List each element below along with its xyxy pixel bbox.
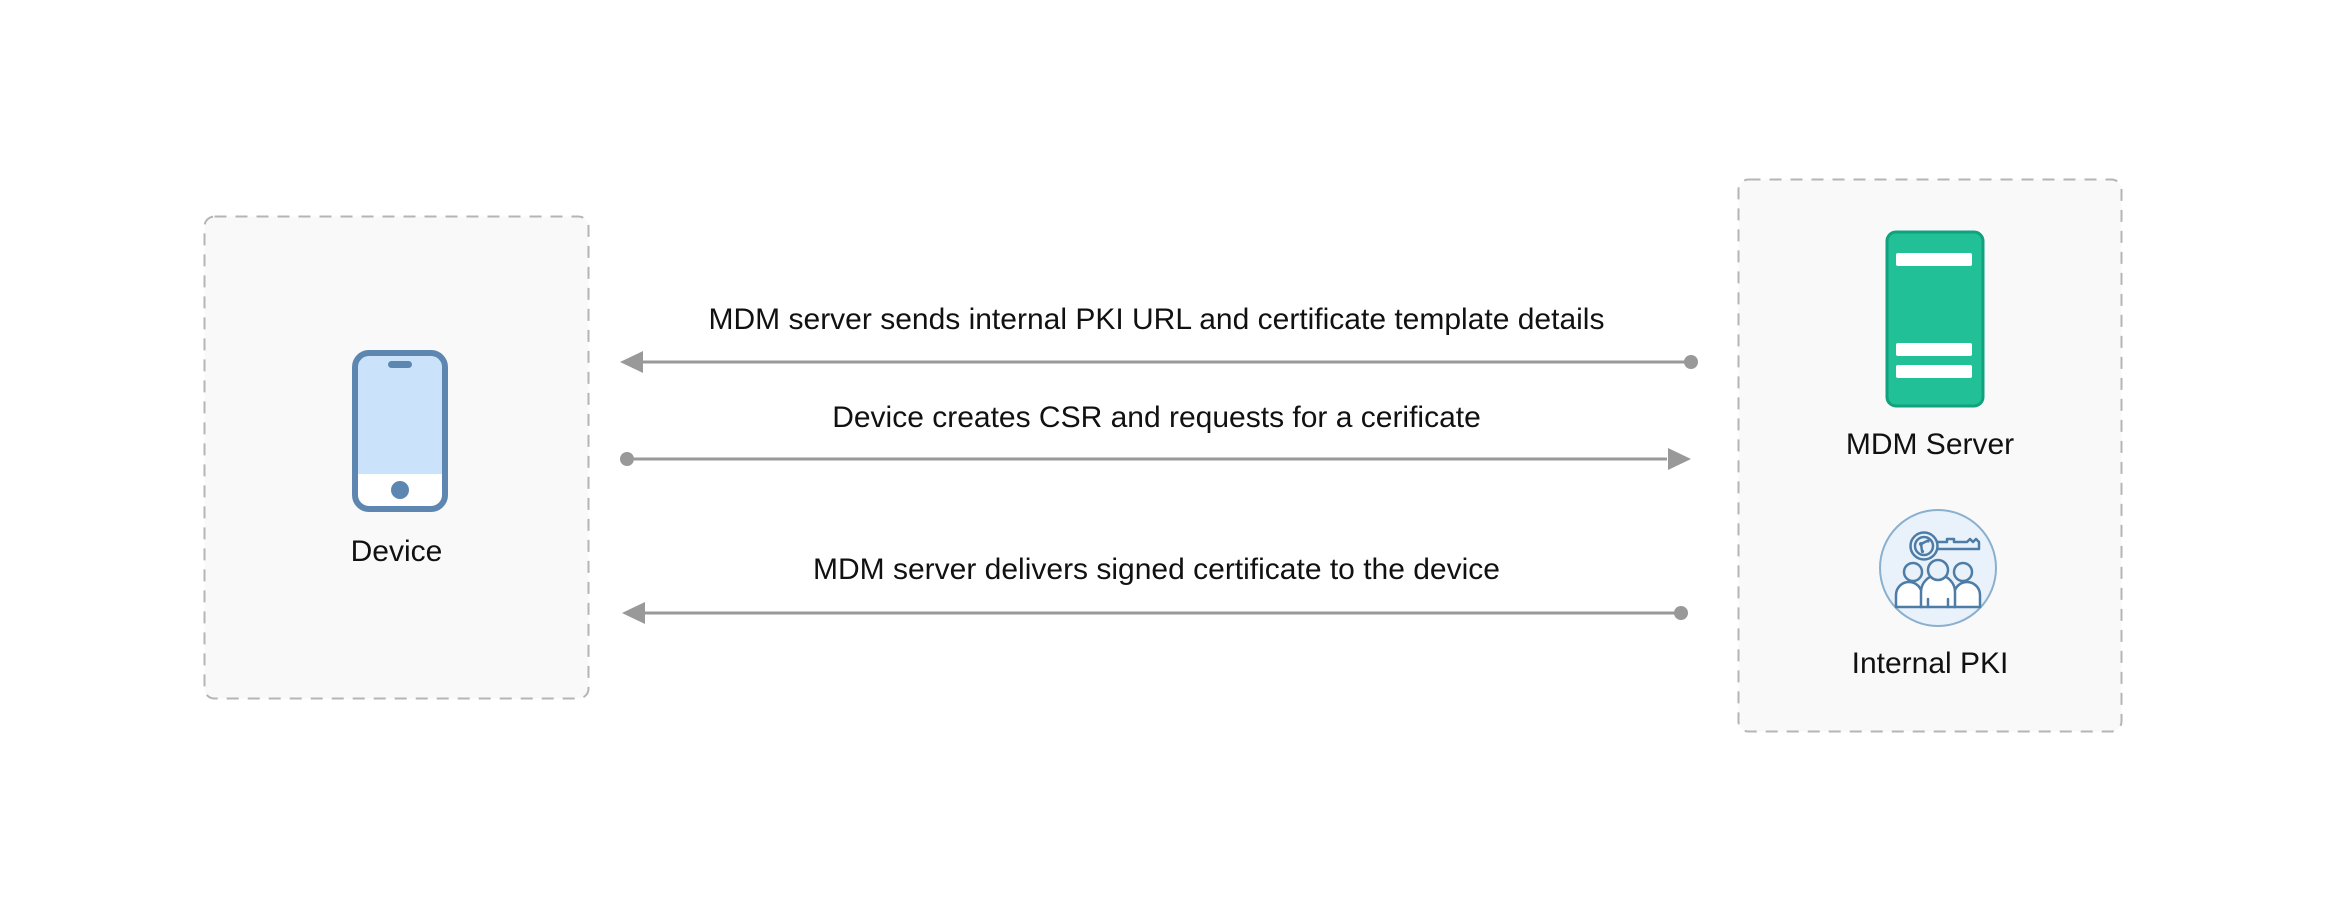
arrowhead-left-icon: [620, 351, 643, 373]
phone-screen: [355, 353, 445, 474]
server-body: [1885, 230, 1985, 408]
dashed-border: [1737, 178, 2123, 733]
phone-speaker: [388, 361, 412, 368]
server-icon: [1885, 230, 1985, 408]
server-slot-3: [1896, 365, 1972, 378]
server-slot-2: [1896, 343, 1972, 356]
device-label: Device: [350, 535, 443, 568]
server-slot-1: [1896, 253, 1972, 266]
message-3-label: MDM server delivers signed certificate t…: [813, 553, 1500, 586]
message-2-label: Device creates CSR and requests for a ce…: [832, 401, 1481, 434]
smartphone-icon: [352, 350, 448, 512]
message-2-arrow: [620, 448, 1691, 470]
users-icon: [1894, 558, 1982, 609]
mdm-box-frame: [1737, 178, 2123, 733]
device-group-box: Device: [203, 215, 590, 700]
internal-pki-label: Internal PKI: [1851, 647, 2009, 680]
arrowhead-right-icon: [1668, 448, 1691, 470]
phone-home-button: [391, 481, 409, 499]
mdm-group-box: MDM Server: [1737, 178, 2123, 733]
origin-dot: [620, 452, 634, 466]
message-1-arrow: [620, 351, 1698, 373]
arrowhead-left-icon: [622, 602, 645, 624]
message-1-label: MDM server sends internal PKI URL and ce…: [708, 303, 1605, 336]
internal-pki-icon: [1879, 509, 1997, 627]
origin-dot: [1684, 355, 1698, 369]
origin-dot: [1674, 606, 1688, 620]
message-3-arrow: [622, 602, 1688, 624]
phone-outline: [352, 350, 448, 512]
key-icon: [1909, 531, 1981, 561]
mdm-server-label: MDM Server: [1845, 428, 2015, 461]
